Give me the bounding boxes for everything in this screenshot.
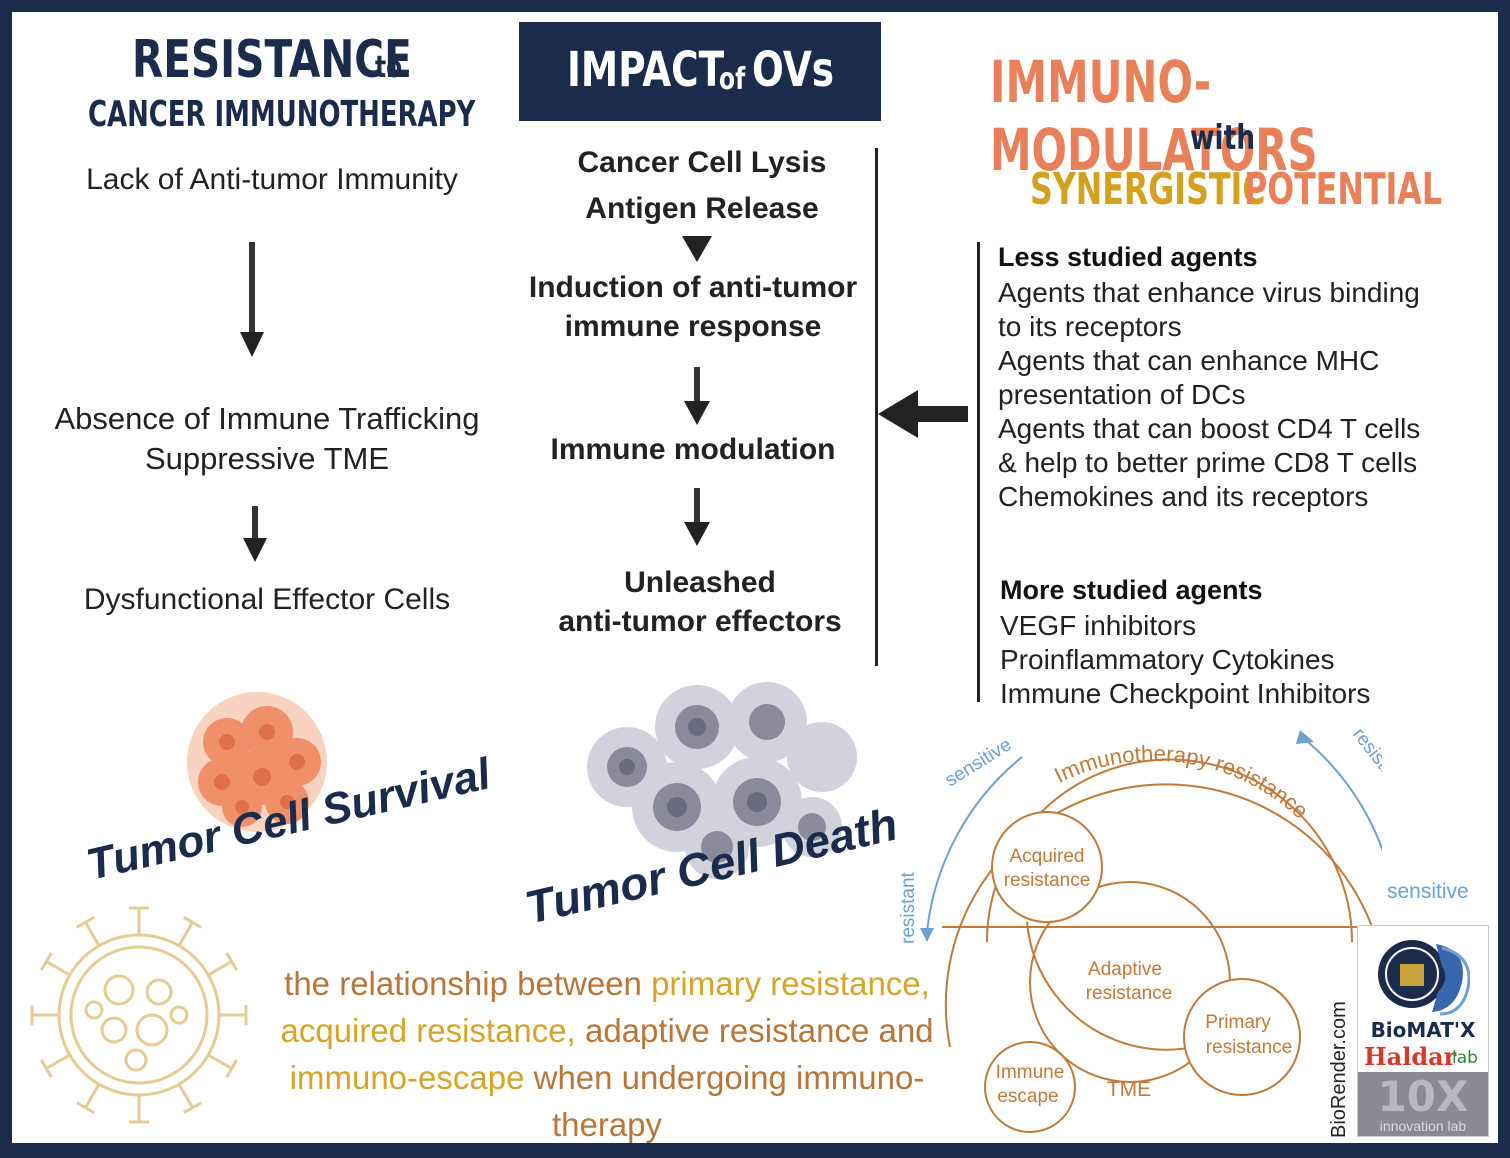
acquired-label-2: resistance — [1004, 870, 1091, 891]
list-item: Proinflammatory Cytokines — [1000, 644, 1335, 675]
middle-step-5: Immune modulation — [550, 433, 836, 466]
infographic-frame: RESISTANCE to CANCER IMMUNOTHERAPY Lack … — [12, 12, 1498, 1143]
left-step-4: Dysfunctional Effector Cells — [83, 583, 451, 616]
left-step-3: Suppressive TME — [144, 441, 390, 476]
acquired-circle — [991, 811, 1103, 923]
list-item: Agents that can enhance MHC — [998, 345, 1380, 376]
middle-step-3: Induction of anti-tumor — [528, 271, 858, 304]
escape-label-1: Immune — [996, 1062, 1065, 1083]
list-item: VEGF inhibitors — [1000, 610, 1197, 641]
middle-divider — [875, 148, 878, 666]
outer-ring — [944, 783, 1382, 1048]
lab-logos: BioMAT'X Haldar lab 10X innovation lab — [1357, 925, 1489, 1137]
middle-header-of: of — [719, 62, 746, 97]
middle-step-2: Antigen Release — [585, 192, 819, 225]
middle-header-box — [519, 22, 881, 121]
sensitive-left-label: sensitive — [942, 734, 1016, 791]
caption-line1-a: the relationship between — [284, 965, 652, 1002]
caption-line3-a: immuno-escape — [289, 1059, 534, 1096]
left-title: RESISTANCE — [132, 30, 491, 90]
list-item: presentation of DCs — [998, 379, 1246, 410]
right-title-with: with — [1190, 118, 1256, 158]
dead-cells-icon — [587, 682, 857, 879]
more-studied-heading: More studied agents — [1000, 575, 1263, 605]
primary-label-1: Primary — [1205, 1012, 1271, 1033]
middle-step-6: Unleashed — [624, 566, 776, 599]
adaptive-label-2: resistance — [1086, 983, 1173, 1004]
adaptive-label-1: Adaptive — [1088, 959, 1162, 980]
list-item: & help to better prime CD8 T cells — [998, 447, 1418, 478]
middle-header-main: IMPACT — [567, 42, 725, 98]
escape-label-2: escape — [997, 1086, 1058, 1107]
acquired-label-1: Acquired — [1010, 846, 1085, 867]
list-item: Agents that can boost CD4 T cells — [998, 413, 1421, 444]
right-divider — [977, 242, 980, 702]
caption-line1-b: primary resistance, — [651, 965, 930, 1002]
right-title-main: IMMUNO-MODULATORS — [990, 48, 1318, 184]
caption-line2-a: acquired resistance, — [280, 1012, 585, 1049]
middle-step-4: immune response — [564, 310, 822, 343]
outer-ring-label: Immunotherapy resistance — [1050, 741, 1313, 824]
left-arrow-icon — [878, 390, 968, 438]
list-item: Immune Checkpoint Inhibitors — [1000, 678, 1371, 709]
virus-icon — [30, 906, 248, 1124]
tumor-cluster-icon — [187, 692, 327, 832]
down-arrow-icon — [240, 242, 264, 357]
primary-label-2: resistance — [1206, 1037, 1293, 1058]
primary-circle — [1183, 978, 1301, 1096]
middle-header-ovs: OVs — [752, 42, 835, 98]
left-step-1: Lack of Anti-tumor Immunity — [86, 163, 458, 196]
list-item: Chemokines and its receptors — [998, 481, 1369, 512]
right-title-potential: POTENTIAL — [1244, 164, 1443, 215]
right-title-synergistic: SYNERGISTIC — [1030, 164, 1266, 215]
arrowhead-icon — [920, 928, 934, 942]
down-arrow-icon — [243, 506, 267, 562]
arrowhead-icon — [1296, 730, 1314, 744]
tenx-logo-box: 10X innovation lab — [1358, 1072, 1488, 1136]
left-step-2: Absence of Immune Trafficking — [54, 401, 480, 436]
more-studied-list: VEGF inhibitors Proinflammatory Cytokine… — [1000, 609, 1370, 711]
sensitive-right-label: sensitive — [1387, 880, 1469, 903]
left-curved-arrow — [926, 756, 1023, 933]
left-title-main: RESISTANCE — [132, 30, 412, 90]
less-studied-heading: Less studied agents — [998, 242, 1258, 272]
middle-step-1: Cancer Cell Lysis — [577, 146, 827, 179]
less-studied-list: Agents that enhance virus binding to its… — [998, 276, 1420, 514]
right-curved-arrow — [1301, 736, 1382, 852]
caption-line2-b: adaptive resistance and — [584, 1012, 934, 1049]
down-arrow-icon — [684, 488, 710, 546]
list-item: Agents that enhance virus binding — [998, 277, 1420, 308]
resistance-diagram: Immunotherapy resistance Acquired resist… — [898, 724, 1382, 1133]
resistant-right-label: resistant — [1348, 724, 1382, 794]
innovation-lab-label: innovation lab — [1379, 1118, 1467, 1134]
left-title-to: to — [375, 50, 403, 85]
tme-label: TME — [1107, 1078, 1151, 1101]
biomatx-logo: BioMAT'X — [1370, 1018, 1476, 1042]
caption-line3-b: when undergoing immuno-therapy — [533, 1059, 925, 1143]
escape-circle — [984, 1041, 1076, 1133]
middle-step-7: anti-tumor effectors — [558, 605, 842, 638]
down-arrow-icon — [684, 367, 710, 425]
list-item: to its receptors — [998, 311, 1182, 342]
tenx-logo: 10X — [1377, 1072, 1469, 1121]
resistant-left-label: resistant — [898, 871, 919, 944]
caption: the relationship between primary resista… — [237, 960, 977, 1143]
university-seal-icon — [1378, 940, 1470, 1016]
haldar-logo: Haldar — [1364, 1042, 1457, 1071]
left-title-sub: CANCER IMMUNOTHERAPY — [88, 94, 476, 135]
haldar-lab-logo: lab — [1452, 1048, 1478, 1068]
down-triangle-icon — [682, 236, 712, 262]
biorender-credit: BioRender.com — [1328, 1001, 1350, 1138]
